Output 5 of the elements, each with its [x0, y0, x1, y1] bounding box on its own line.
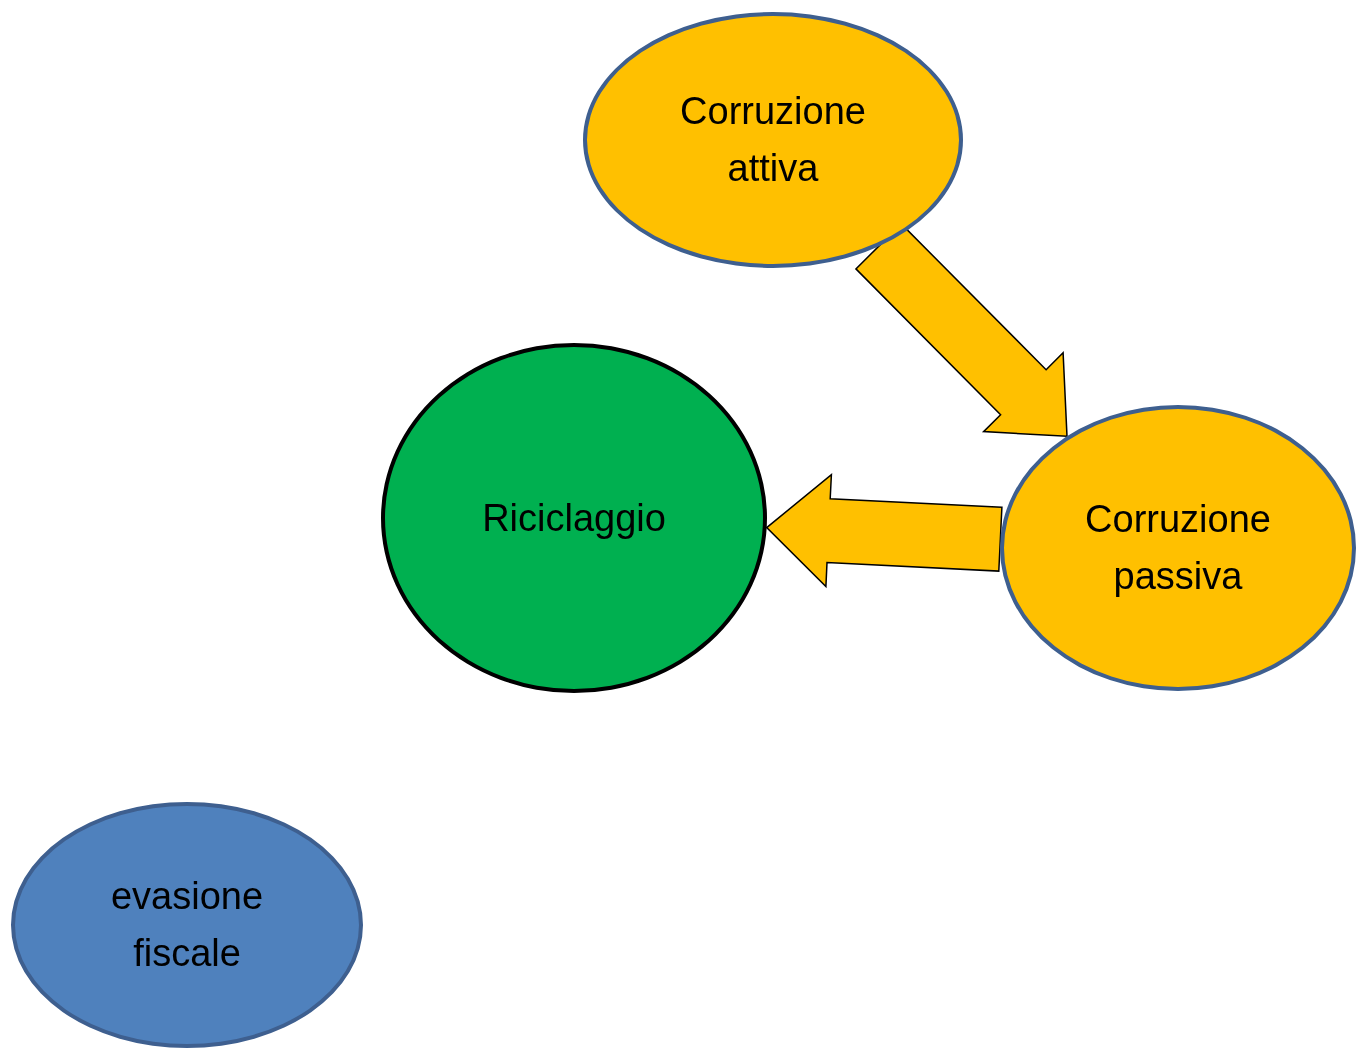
node-label: Riciclaggio: [482, 495, 666, 541]
node-label: Corruzione passiva: [1084, 497, 1272, 599]
node-label: evasione fiscale: [109, 874, 265, 976]
block-arrow: [765, 473, 1003, 589]
node-label: Corruzione attiva: [679, 89, 867, 191]
